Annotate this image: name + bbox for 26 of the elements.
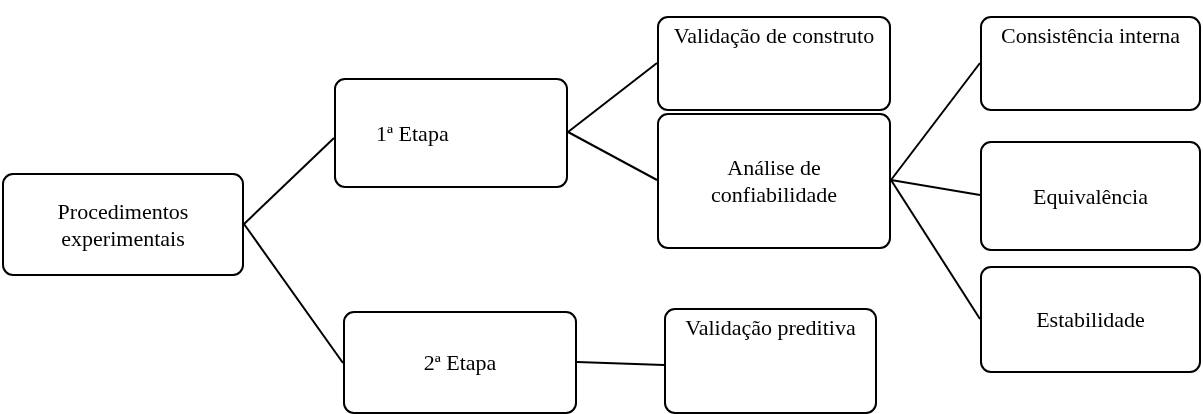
process-box: [2, 173, 244, 276]
process-box: [334, 78, 568, 188]
box-label: Procedimentos experimentais: [56, 197, 190, 252]
process-box: [980, 266, 1201, 373]
connector-line: [243, 137, 335, 225]
process-box: [343, 311, 577, 414]
connector-line: [890, 179, 981, 196]
process-box: [980, 16, 1201, 111]
connector-line: [890, 62, 981, 181]
connector-line: [890, 179, 981, 320]
process-box: [657, 16, 891, 111]
process-box: [980, 141, 1201, 251]
box-label: Validação preditiva: [685, 314, 856, 341]
connector-line: [576, 361, 665, 366]
box-label: Consistência interna: [1001, 22, 1180, 49]
connector-line: [243, 223, 344, 364]
box-label: 1ª Etapa: [376, 119, 449, 147]
connector-line: [567, 62, 658, 133]
box-label: Validação de construto: [673, 22, 875, 49]
process-box: [664, 308, 877, 414]
connector-line: [567, 131, 658, 181]
process-box: [657, 113, 891, 249]
box-label: Análise de confiabilidade: [710, 154, 838, 208]
box-label: Estabilidade: [1036, 306, 1145, 333]
box-label: 2ª Etapa: [423, 349, 497, 376]
box-label: Equivalência: [1033, 182, 1148, 210]
